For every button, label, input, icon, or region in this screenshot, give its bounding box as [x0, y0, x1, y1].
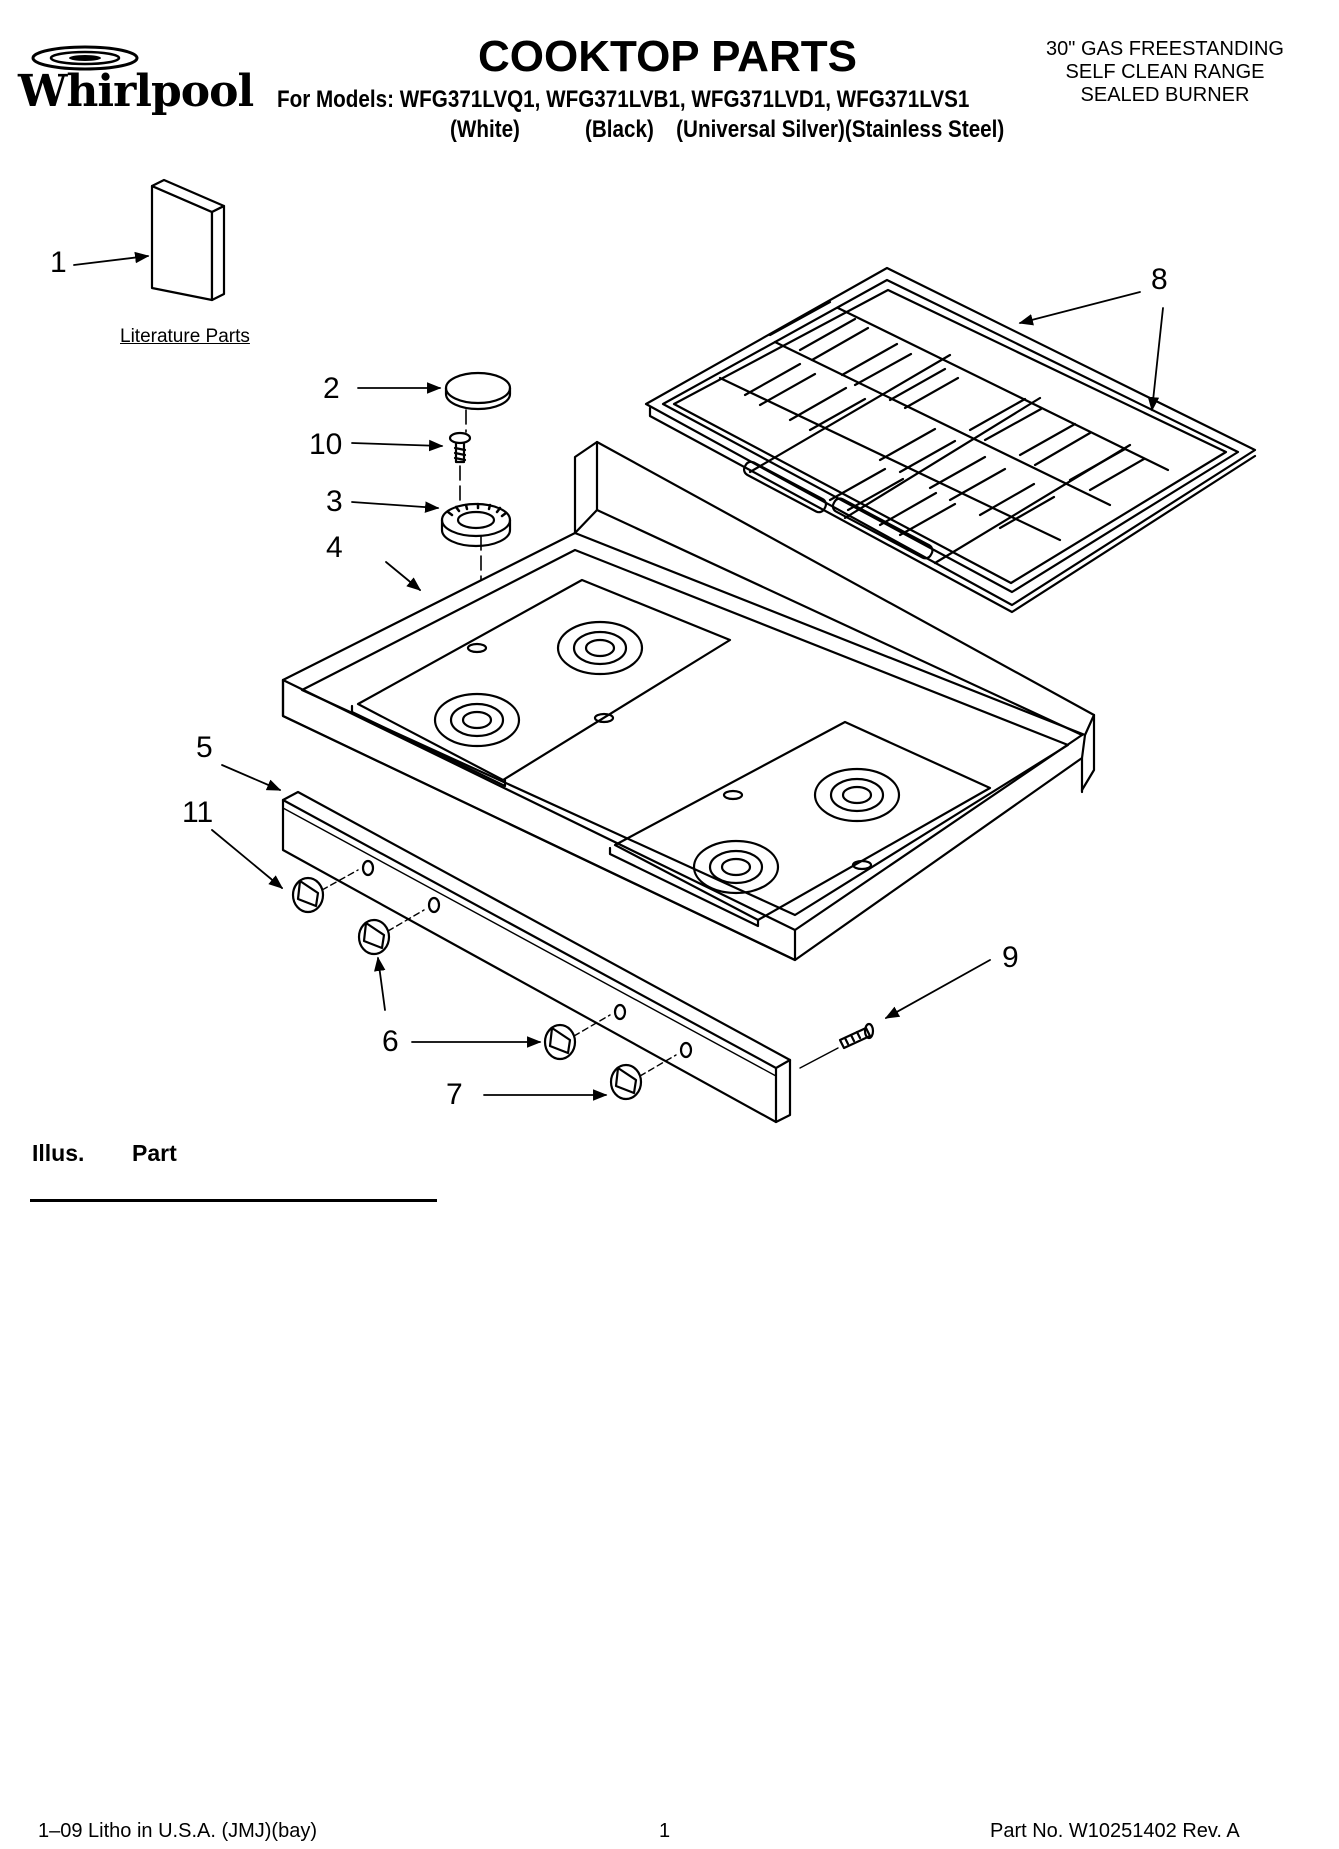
callout-11: 11: [182, 796, 214, 829]
product-line-2: SELF CLEAN RANGE: [1065, 61, 1265, 83]
models-line: For Models: WFG371LVQ1, WFG371LVB1, WFG3…: [277, 86, 970, 113]
callout-6: 6: [382, 1025, 399, 1058]
knob-6b: [543, 1014, 611, 1061]
callout-1: 1: [50, 246, 67, 279]
brand-logo: Whirlpool: [18, 40, 258, 130]
literature-parts-label: Literature Parts: [120, 326, 250, 347]
knob-6a: [357, 909, 425, 956]
col-illus: Illus.: [32, 1140, 85, 1166]
callout-7: 7: [446, 1078, 463, 1111]
burner-grate: [644, 266, 1257, 614]
finish-white: (White): [450, 116, 520, 143]
footer-part-number: Part No. W10251402 Rev. A: [990, 1820, 1240, 1842]
product-line-3: SEALED BURNER: [1080, 84, 1250, 106]
burner-screw: [448, 431, 472, 464]
header-rule: [30, 1199, 437, 1202]
callout-10: 10: [309, 428, 343, 461]
footer-litho: 1–09 Litho in U.S.A. (JMJ)(bay): [38, 1820, 317, 1842]
footer-page-number: 1: [659, 1820, 671, 1842]
cooktop-main-top: [281, 440, 1096, 962]
callout-4: 4: [326, 531, 343, 564]
finish-black: (Black): [585, 116, 654, 143]
knob-7: [609, 1054, 677, 1101]
page-title: COOKTOP PARTS: [478, 32, 857, 81]
finish-universal-silver: (Universal Silver): [676, 116, 845, 143]
callout-3: 3: [326, 485, 343, 518]
callout-leaders: [73, 251, 1164, 1101]
literature-booklet: [150, 178, 226, 302]
knob-11: [291, 869, 359, 914]
callout-5: 5: [196, 731, 213, 764]
manifold-screw: [799, 1022, 875, 1069]
burner-cap: [444, 371, 512, 411]
callout-2: 2: [323, 372, 340, 405]
burner-base: [440, 502, 512, 548]
manifold-panel: [281, 790, 792, 1124]
product-type: 30" GAS FREESTANDING SELF CLEAN RANGE SE…: [1020, 38, 1310, 107]
finishes-line: (White) (Black) (Universal Silver)(Stainle…: [450, 116, 1004, 144]
brand-name: Whirlpool: [18, 66, 254, 117]
logo-swirl-icon: [31, 45, 139, 71]
product-line-1: 30" GAS FREESTANDING: [1046, 38, 1284, 60]
finish-stainless-steel: (Stainless Steel): [844, 116, 1005, 143]
callout-8: 8: [1151, 263, 1168, 296]
control-knobs: [291, 869, 677, 1101]
parts-table-header: Illus. Part: [32, 1140, 177, 1167]
callout-9: 9: [1002, 941, 1019, 974]
col-part: Part: [132, 1140, 177, 1166]
